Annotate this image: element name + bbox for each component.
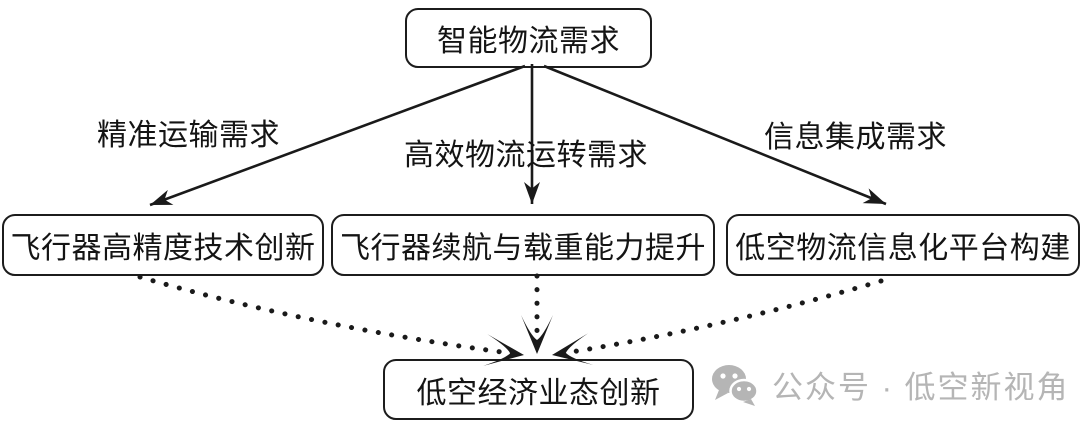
dotted-arrow-left-to-bottom [137,274,527,366]
wechat-icon [712,364,759,406]
node-label: 低空物流信息化平台构建 [735,232,1071,265]
edge-label-information-integration: 信息集成需求 [764,121,947,154]
node-label: 飞行器高精度技术创新 [10,232,316,265]
watermark: 公众号 · 低空新视角 [710,362,1070,407]
watermark-text: 公众号 · 低空新视角 [772,370,1070,405]
node-smart-logistics-demand: 智能物流需求 [405,8,652,68]
dotted-arrow-right-to-bottom [549,278,884,365]
node-aircraft-endurance-payload: 飞行器续航与载重能力提升 [331,214,715,276]
node-aircraft-precision-innovation: 飞行器高精度技术创新 [2,214,324,276]
node-label: 智能物流需求 [437,25,620,58]
node-low-altitude-economy-innovation: 低空经济业态创新 [383,359,694,420]
arrow-top-to-left-box [149,64,526,207]
edge-label-efficient-logistics: 高效物流运转需求 [404,139,648,172]
edge-label-precise-transport: 精准运输需求 [97,119,280,152]
arrow-top-to-right-box [543,64,887,206]
node-label: 低空经济业态创新 [416,376,661,410]
node-logistics-info-platform: 低空物流信息化平台构建 [726,214,1080,276]
node-label: 飞行器续航与载重能力提升 [340,232,706,265]
